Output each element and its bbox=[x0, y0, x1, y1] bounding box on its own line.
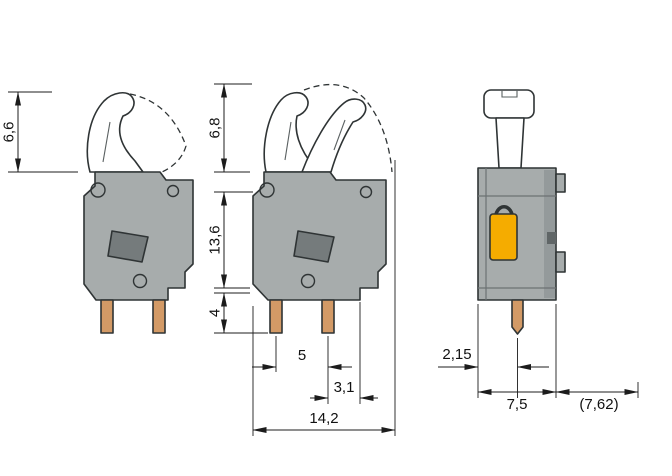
side-latch-tab bbox=[555, 251, 566, 273]
marking-window bbox=[547, 232, 556, 244]
dimension-grid-reference: (7,62) bbox=[555, 382, 639, 413]
solder-pin-front bbox=[511, 299, 524, 335]
housing-hole bbox=[166, 184, 180, 198]
dimension-pin-length: 4 bbox=[207, 292, 268, 334]
dimension-label: 6,8 bbox=[207, 118, 224, 139]
dimension-lever-height-left: 6,6 bbox=[1, 91, 78, 173]
housing-hole bbox=[132, 273, 148, 289]
lever-detail-line bbox=[102, 121, 111, 163]
dimension-overall-width: 14,2 bbox=[252, 160, 396, 436]
front-view bbox=[477, 89, 566, 335]
side-view-middle bbox=[252, 84, 393, 334]
housing-recess bbox=[293, 230, 335, 263]
lever-swing-dashed-outline bbox=[129, 93, 187, 173]
housing-hole bbox=[259, 182, 275, 198]
dimension-label: 4 bbox=[207, 309, 224, 317]
housing-hole bbox=[90, 182, 106, 198]
dimension-label: 2,15 bbox=[442, 346, 471, 363]
solder-pin bbox=[269, 299, 283, 334]
dimension-label: 3,1 bbox=[334, 379, 355, 396]
solder-pin bbox=[152, 299, 166, 334]
dimension-pin-edge-offset: 3,1 bbox=[310, 302, 378, 404]
actuator-stem bbox=[495, 117, 525, 169]
dimension-front-pin-offset: 2,15 bbox=[438, 304, 549, 398]
solder-pin bbox=[321, 299, 335, 334]
housing-hole bbox=[359, 185, 373, 199]
dimension-label: 7,5 bbox=[507, 396, 528, 413]
clamp-lever-open bbox=[263, 91, 319, 173]
dimension-label: 13,6 bbox=[207, 225, 224, 254]
dimension-lever-height-mid: 6,8 bbox=[207, 83, 252, 173]
dimension-pin-pitch: 5 bbox=[252, 336, 352, 404]
dimension-label: (7,62) bbox=[579, 396, 618, 413]
actuator-cap-notch bbox=[501, 90, 518, 98]
clamp-lever bbox=[86, 92, 144, 173]
lever-detail-line bbox=[284, 121, 292, 161]
dimension-label: 6,6 bbox=[1, 122, 18, 143]
lever-detail-line bbox=[333, 119, 346, 151]
dimension-body-height: 13,6 bbox=[207, 191, 253, 289]
side-latch-tab bbox=[555, 173, 566, 193]
dimension-label: 14,2 bbox=[309, 410, 338, 427]
side-view-left bbox=[83, 92, 194, 334]
dimension-module-width: 7,5 bbox=[477, 304, 557, 413]
actuator-cap bbox=[483, 89, 535, 119]
clamp-lever-closed bbox=[301, 98, 367, 173]
dimension-label: 5 bbox=[298, 347, 306, 364]
push-button bbox=[489, 213, 518, 261]
housing-recess bbox=[107, 230, 149, 263]
housing-hole bbox=[300, 273, 316, 289]
solder-pin bbox=[100, 299, 114, 334]
lever-swing-dashed-outline bbox=[303, 84, 393, 173]
